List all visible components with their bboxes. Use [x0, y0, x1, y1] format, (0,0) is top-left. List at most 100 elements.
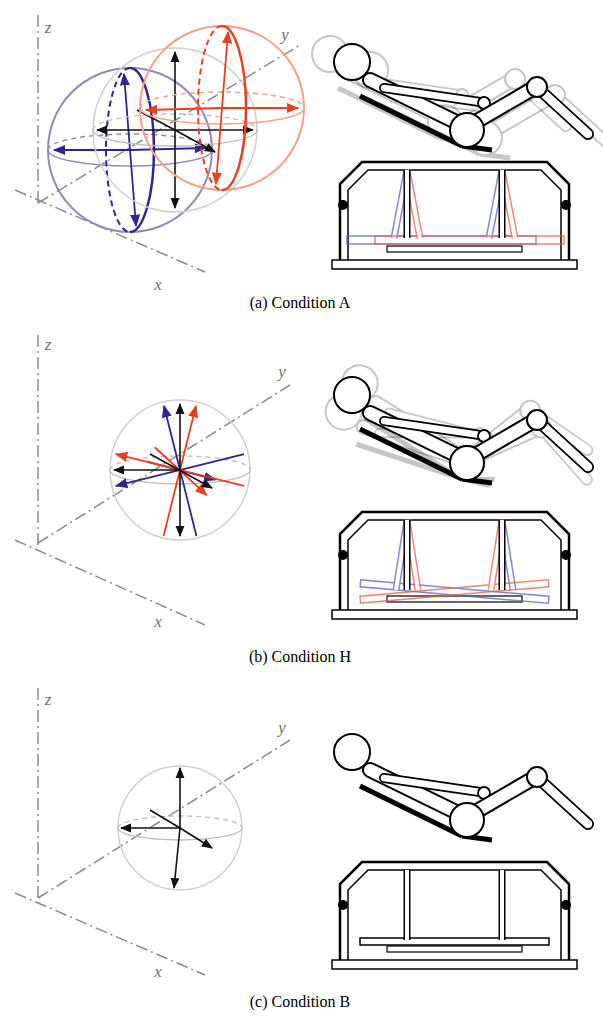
seated-person	[334, 44, 588, 150]
coordinate-axes	[37, 688, 39, 900]
coordinate-axes	[15, 540, 205, 625]
rotation-sphere	[222, 107, 298, 109]
motion-platform	[332, 862, 577, 969]
seated-person	[312, 36, 603, 158]
rotation-sphere	[175, 129, 253, 131]
axis-label: x	[154, 613, 162, 632]
motion-platform	[375, 170, 564, 244]
seated-person	[323, 361, 589, 501]
motion-platform	[360, 938, 549, 945]
motion-platform	[502, 170, 515, 238]
rotation-sphere	[100, 390, 260, 552]
motion-platform	[499, 870, 506, 940]
motion-platform	[500, 520, 504, 590]
seated-person	[323, 361, 596, 501]
rotation-sphere	[130, 148, 206, 150]
rotation-sphere	[130, 150, 136, 226]
rotation-sphere	[174, 52, 176, 130]
motion-platform	[404, 870, 411, 940]
motion-platform	[396, 520, 407, 590]
rotation-sphere	[93, 48, 257, 212]
motion-platform	[394, 170, 407, 238]
coordinate-axes	[37, 15, 39, 205]
rotation-sphere	[118, 766, 242, 890]
rotation-sphere	[97, 129, 175, 131]
rotation-sphere	[179, 768, 181, 828]
motion-platform	[502, 520, 513, 590]
motion-platform	[407, 520, 418, 590]
rotation-sphere	[100, 390, 261, 552]
rotation-sphere	[114, 469, 180, 471]
motion-platform	[332, 512, 577, 619]
coordinate-axes	[15, 15, 300, 272]
coordinate-axes	[37, 335, 39, 545]
motion-platform	[404, 170, 411, 238]
rotation-sphere	[179, 470, 181, 536]
rotation-sphere	[175, 130, 215, 152]
rotation-sphere	[150, 810, 180, 828]
coordinate-axes	[15, 190, 205, 272]
seated-person	[333, 364, 597, 496]
seated-person	[334, 377, 588, 483]
motion-platform	[360, 520, 549, 603]
axis-label: y	[278, 363, 286, 382]
motion-platform	[491, 520, 502, 590]
rotation-sphere	[174, 130, 176, 208]
motion-platform	[500, 170, 504, 238]
rotation-sphere	[179, 404, 181, 470]
motion-platform	[489, 170, 502, 238]
coordinate-axes	[15, 688, 290, 975]
rotation-sphere	[180, 828, 212, 848]
motion-platform	[347, 170, 536, 244]
motion-platform	[407, 170, 420, 238]
rotation-sphere	[54, 149, 130, 151]
rotation-sphere	[48, 26, 304, 232]
motion-platform	[332, 162, 577, 269]
motion-platform	[502, 170, 515, 238]
panel-caption: (a) Condition A	[250, 294, 350, 312]
axis-label: x	[154, 963, 162, 982]
motion-platform	[332, 862, 577, 969]
rotation-sphere	[118, 766, 242, 890]
motion-platform	[332, 162, 577, 269]
rotation-sphere	[110, 400, 250, 540]
motion-platform	[499, 170, 506, 238]
rotation-sphere	[121, 827, 180, 829]
axis-label: x	[154, 276, 162, 295]
axis-label: y	[278, 719, 286, 738]
seated-person	[323, 361, 589, 501]
seated-person	[334, 734, 588, 840]
coordinate-axes	[15, 335, 290, 625]
motion-platform	[360, 580, 549, 603]
motion-platform	[396, 520, 407, 590]
motion-platform	[394, 170, 407, 238]
coordinate-axes	[38, 385, 290, 543]
rotation-sphere	[174, 828, 180, 888]
rotation-sphere	[100, 390, 260, 552]
motion-platform	[499, 520, 506, 590]
seated-person	[333, 364, 597, 496]
motion-platform	[407, 170, 420, 238]
motion-platform	[489, 170, 502, 238]
rotation-sphere	[48, 68, 212, 232]
coordinate-axes	[38, 740, 290, 898]
motion-platform	[500, 870, 504, 940]
motion-platform	[405, 870, 409, 940]
motion-platform	[491, 520, 502, 590]
axis-label: z	[45, 336, 52, 355]
rotation-sphere	[140, 26, 304, 190]
motion-platform	[405, 520, 409, 590]
motion-platform	[360, 520, 549, 603]
coordinate-axes	[15, 893, 205, 975]
panel-caption: (c) Condition B	[250, 993, 350, 1011]
rotation-sphere	[124, 74, 130, 150]
motion-platform	[375, 236, 564, 244]
axis-label: z	[45, 691, 52, 710]
axis-label: y	[281, 26, 289, 45]
rotation-sphere	[216, 108, 222, 184]
rotation-sphere	[222, 32, 228, 108]
motion-platform	[360, 580, 549, 603]
motion-platform	[405, 170, 409, 238]
seated-person	[334, 734, 588, 840]
